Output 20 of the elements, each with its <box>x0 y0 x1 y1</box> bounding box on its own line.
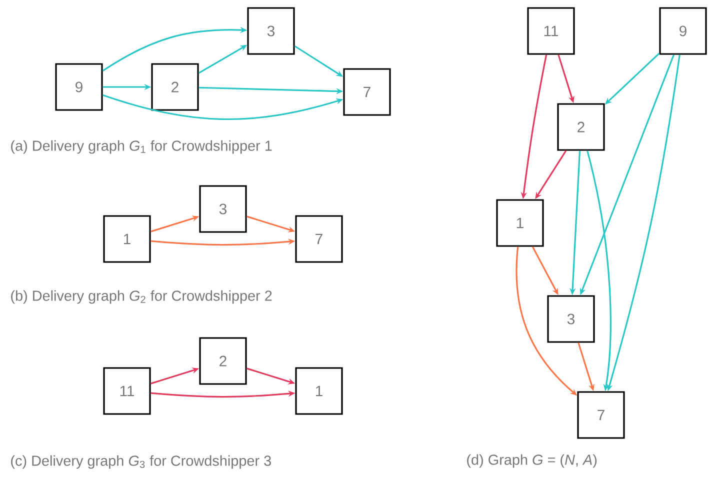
number-box: 1 <box>103 215 151 263</box>
number-box: 7 <box>577 391 625 439</box>
number-box: 9 <box>55 63 103 111</box>
caption: (d) Graph G = (N, A) <box>467 454 597 468</box>
number-box: 1 <box>496 199 544 247</box>
caption: (c) Delivery graph G$_{3}$ for Crowdshipper 3 <box>11 455 271 469</box>
number-box: 2 <box>151 63 199 111</box>
caption: (b) Delivery graph G$_{2}$ for Crowdshipper 2 <box>11 290 272 304</box>
number-box: 9 <box>659 7 707 55</box>
number-box: 2 <box>199 337 247 385</box>
number-box: 2 <box>557 103 605 151</box>
number-box: 1 <box>295 367 343 415</box>
number-box: 3 <box>247 7 295 55</box>
number-box: 7 <box>343 68 391 116</box>
number-box: 11 <box>103 367 151 415</box>
number-box: 3 <box>547 295 595 343</box>
number-box: 3 <box>199 185 247 233</box>
caption: (a) Delivery graph G$_{1}$ for Crowdshipper 1 <box>11 140 272 154</box>
number-box: 7 <box>295 215 343 263</box>
number-box: 11 <box>527 7 575 55</box>
